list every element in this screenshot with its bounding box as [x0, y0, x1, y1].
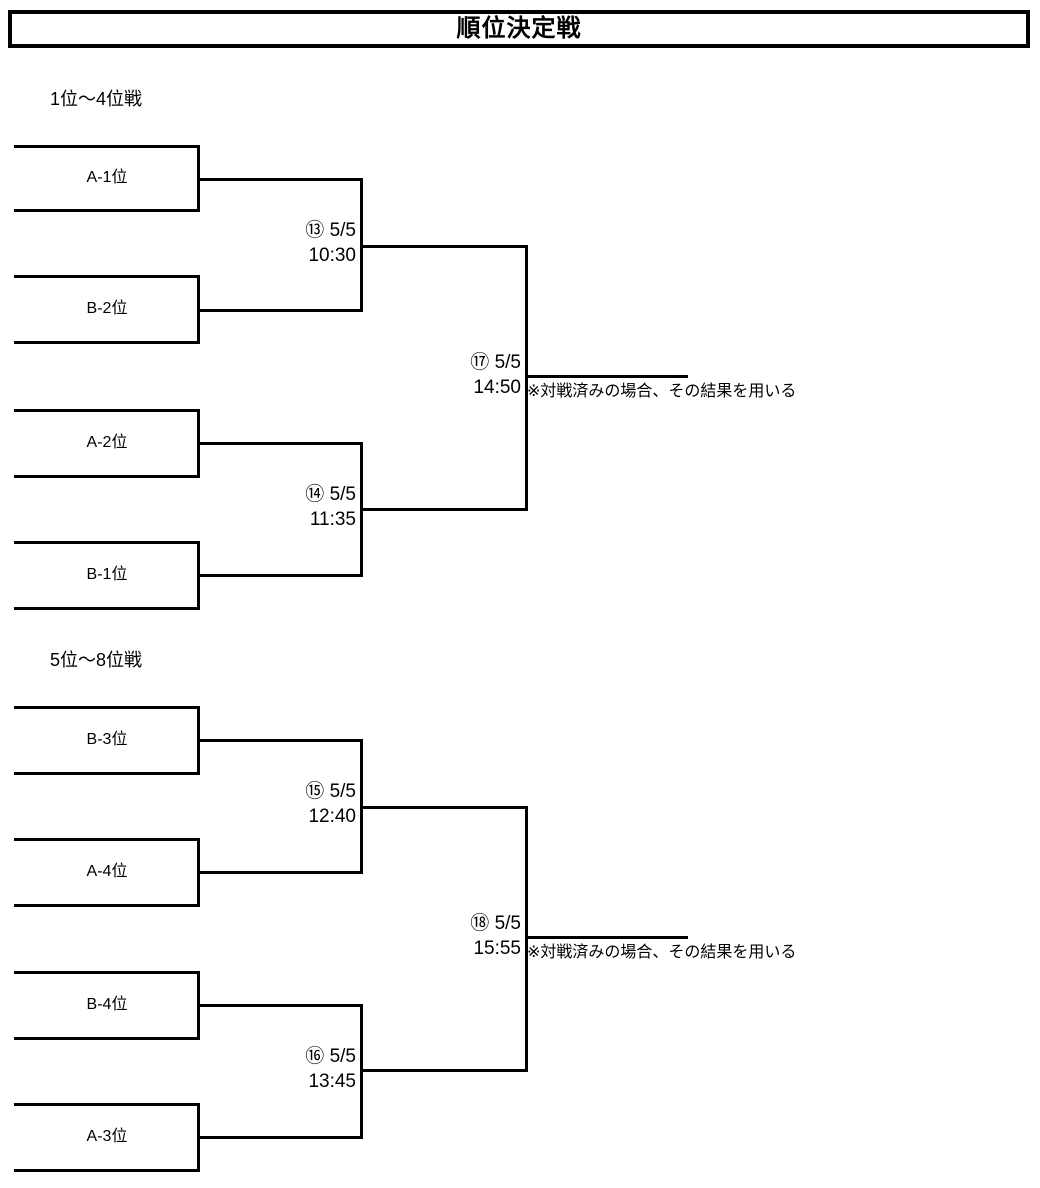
- slot-line-top-8: [14, 1103, 200, 1106]
- match18-arm-top: [360, 806, 528, 809]
- page-title-box: 順位決定戦: [8, 10, 1030, 48]
- match14-arm-bottom: [197, 574, 363, 577]
- match17-winner-line: [525, 375, 688, 378]
- slot-line-top-2: [14, 275, 200, 278]
- match-label-17: ⑰ 5/5 14:50: [345, 350, 521, 400]
- slot-label-b4: B-4位: [86, 996, 128, 1013]
- match-number-16: ⑯: [305, 1046, 325, 1067]
- slot-label-b2: B-2位: [86, 300, 128, 317]
- match-date-15: 5/5: [329, 781, 356, 802]
- match-number-17: ⑰: [470, 352, 490, 373]
- match-label-18: ⑱ 5/5 15:55: [345, 911, 521, 961]
- slot-label-a2: A-2位: [86, 434, 128, 451]
- match15-arm-bottom: [197, 871, 363, 874]
- match-time-17: 14:50: [473, 377, 521, 398]
- slot-line-bottom-3: [14, 475, 200, 478]
- match-label-15: ⑮ 5/5 12:40: [180, 779, 356, 829]
- match-time-15: 12:40: [308, 806, 356, 827]
- slot-label-b1: B-1位: [86, 566, 128, 583]
- match14-arm-top: [197, 442, 363, 445]
- match-time-16: 13:45: [308, 1071, 356, 1092]
- slot-line-bottom-7: [14, 1037, 200, 1040]
- match18-winner-line: [525, 936, 688, 939]
- slot-line-top-6: [14, 838, 200, 841]
- slot-label-b3: B-3位: [86, 731, 128, 748]
- slot-label-a3: A-3位: [86, 1128, 128, 1145]
- match17-spine: [525, 245, 528, 511]
- match-time-18: 15:55: [473, 938, 521, 959]
- match16-arm-bottom: [197, 1136, 363, 1139]
- slot-line-bottom-2: [14, 341, 200, 344]
- match-time-14: 11:35: [309, 509, 356, 530]
- match-label-16: ⑯ 5/5 13:45: [180, 1044, 356, 1094]
- slot-label-a4: A-4位: [86, 863, 128, 880]
- match-date-17: 5/5: [494, 352, 521, 373]
- slot-line-top-5: [14, 706, 200, 709]
- match-label-14: ⑭ 5/5 11:35: [180, 482, 356, 532]
- match-label-13: ⑬ 5/5 10:30: [180, 218, 356, 268]
- match16-arm-top: [197, 1004, 363, 1007]
- slot-line-bottom-4: [14, 607, 200, 610]
- slot-line-top-1: [14, 145, 200, 148]
- note-1: ※対戦済みの場合、その結果を用いる: [527, 383, 797, 400]
- match-number-13: ⑬: [305, 220, 325, 241]
- slot-line-top-3: [14, 409, 200, 412]
- match18-spine: [525, 806, 528, 1072]
- slot-line-bottom-6: [14, 904, 200, 907]
- slot-line-bottom-5: [14, 772, 200, 775]
- section-heading-1: 1位～4位戦: [50, 89, 143, 109]
- match-date-16: 5/5: [329, 1046, 356, 1067]
- match17-arm-bottom: [360, 508, 528, 511]
- slot-line-bottom-8: [14, 1169, 200, 1172]
- match13-arm-bottom: [197, 309, 363, 312]
- match15-arm-top: [197, 739, 363, 742]
- match-number-18: ⑱: [470, 913, 490, 934]
- slot-line-top-4: [14, 541, 200, 544]
- match17-arm-top: [360, 245, 528, 248]
- match-date-13: 5/5: [329, 220, 356, 241]
- match-date-14: 5/5: [329, 484, 356, 505]
- section-heading-2: 5位～8位戦: [50, 650, 143, 670]
- slot-line-top-7: [14, 971, 200, 974]
- match-number-15: ⑮: [305, 781, 325, 802]
- match-time-13: 10:30: [308, 245, 356, 266]
- match18-arm-bottom: [360, 1069, 528, 1072]
- slot-label-a1: A-1位: [86, 169, 128, 186]
- note-2: ※対戦済みの場合、その結果を用いる: [527, 944, 797, 961]
- slot-line-bottom-1: [14, 209, 200, 212]
- match-date-18: 5/5: [494, 913, 521, 934]
- page-title: 順位決定戦: [456, 15, 582, 42]
- match13-arm-top: [197, 178, 363, 181]
- match-number-14: ⑭: [305, 484, 325, 505]
